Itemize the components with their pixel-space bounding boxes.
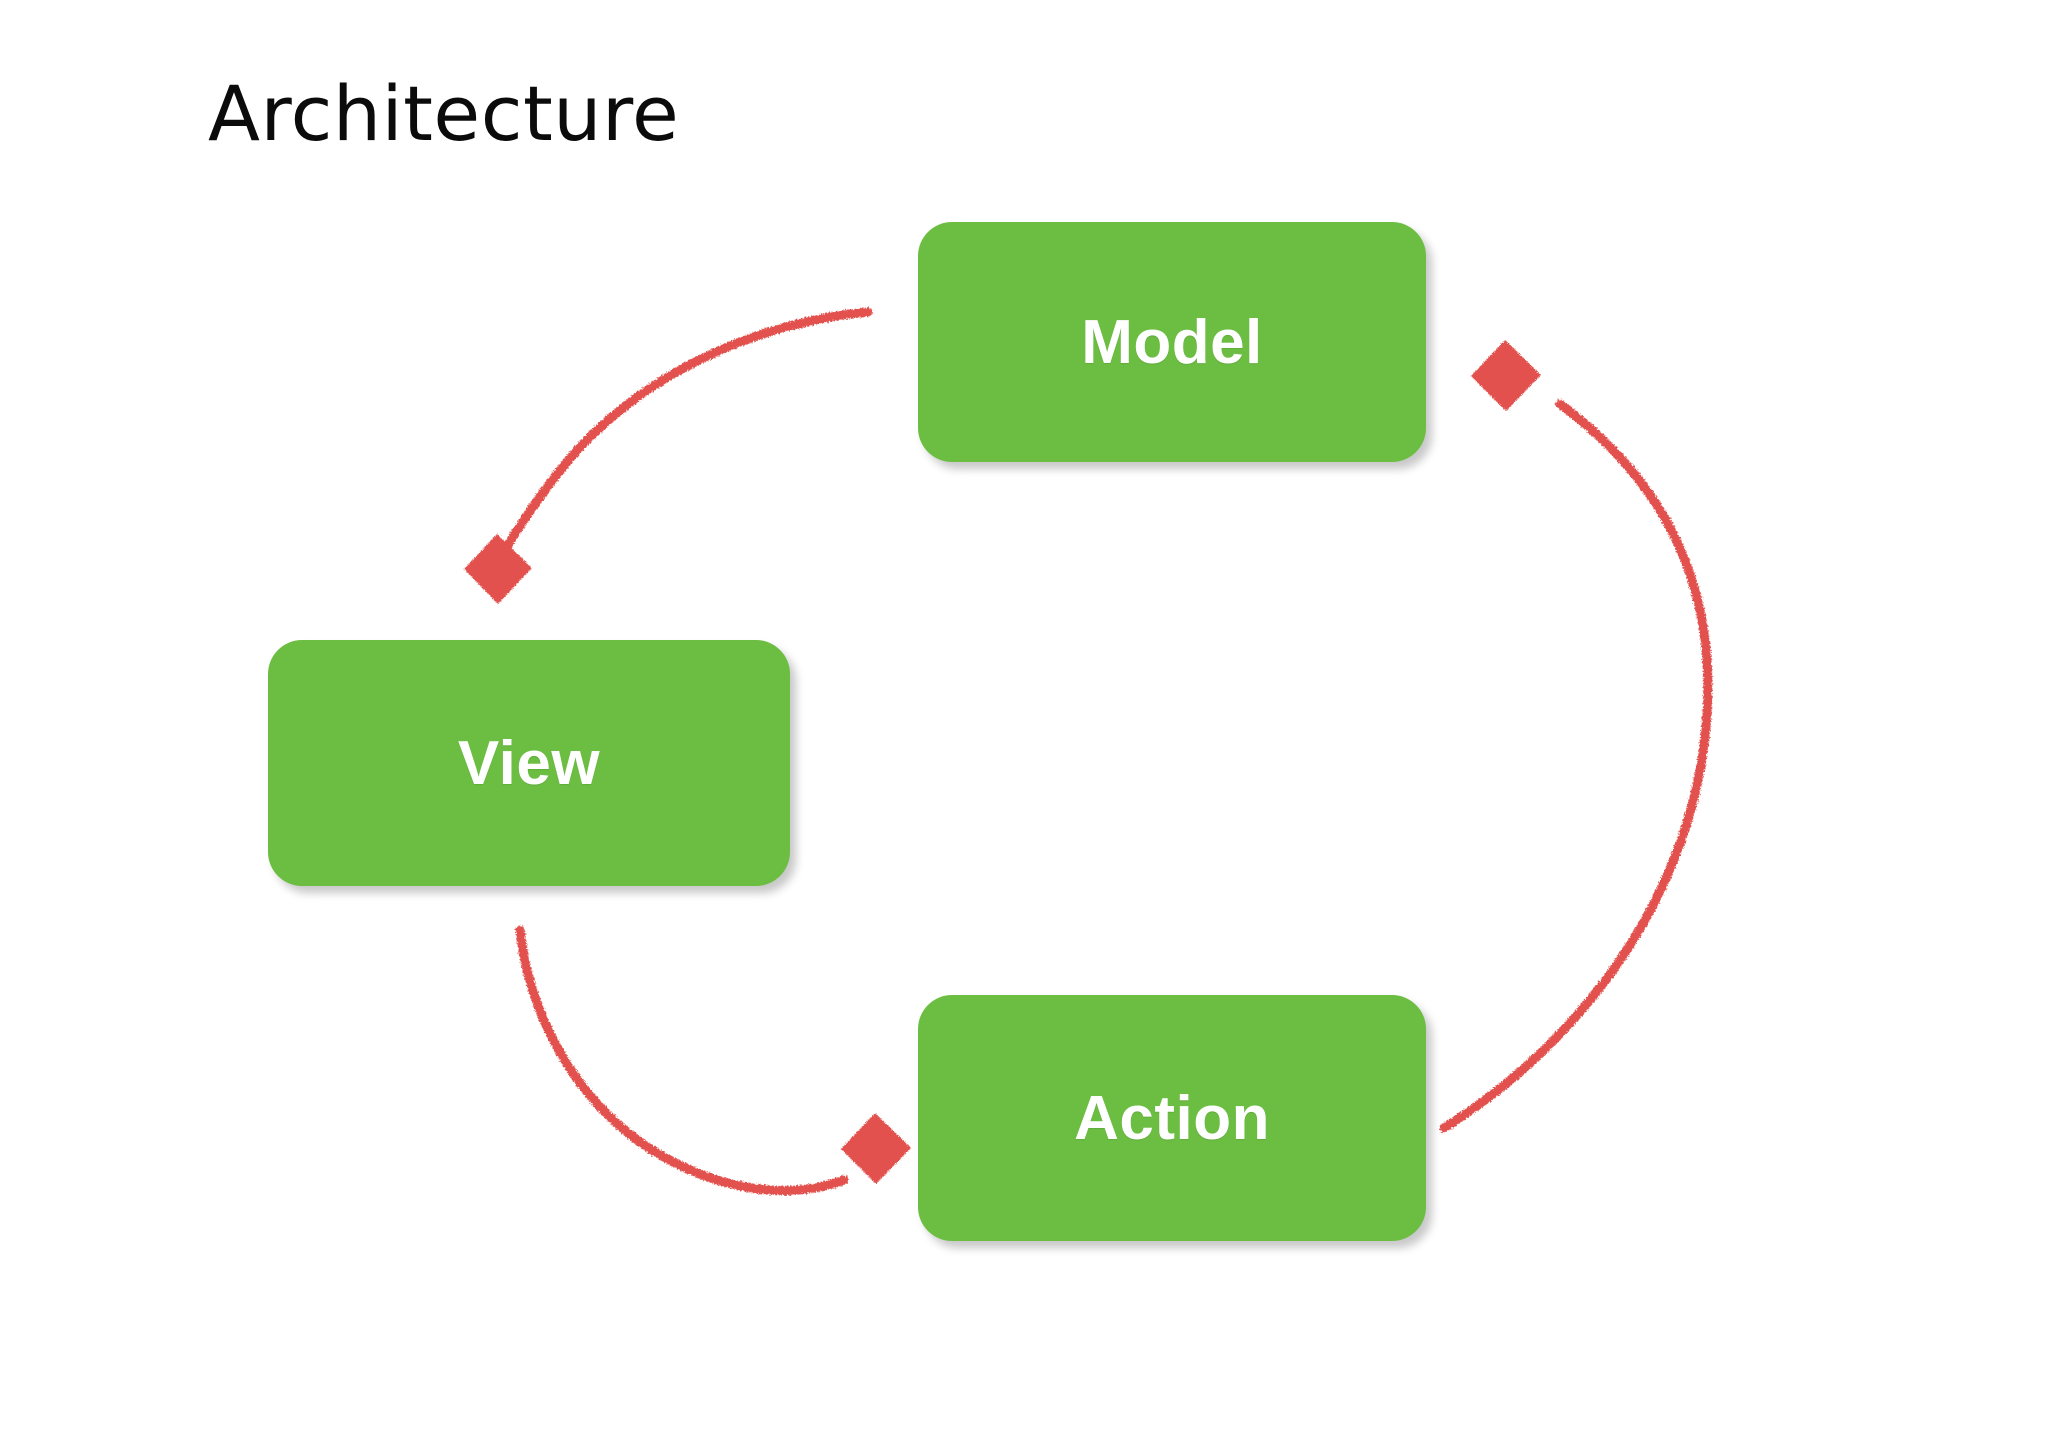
page-title: Architecture [208, 69, 680, 158]
node-view[interactable]: View [268, 640, 790, 886]
node-view-label: View [457, 728, 601, 798]
edge-view-to-action [515, 925, 849, 1195]
edge-model-to-view-arrowhead [464, 534, 532, 604]
node-model[interactable]: Model [918, 222, 1426, 462]
edge-action-to-model-arrowhead [1471, 340, 1541, 411]
edge-action-to-model [1439, 399, 1713, 1133]
edge-view-to-action-arrowhead [841, 1113, 911, 1184]
node-action[interactable]: Action [918, 995, 1426, 1241]
edge-model-to-view [487, 307, 873, 577]
node-model-label: Model [1081, 307, 1263, 377]
node-action-label: Action [1074, 1083, 1270, 1153]
